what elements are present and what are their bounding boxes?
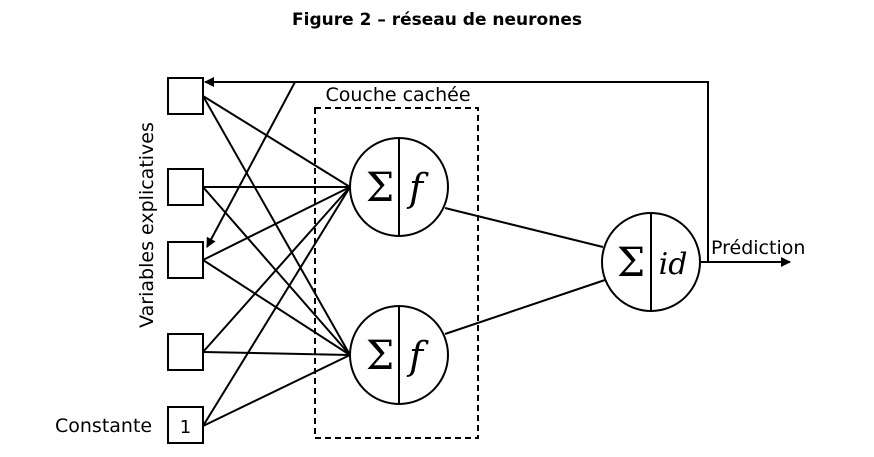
hidden-neuron-2: Σ f [349, 305, 449, 405]
edge-constant-hidden2 [202, 354, 351, 427]
prediction-label: Prédiction [711, 237, 805, 259]
sum-symbol: Σ [617, 240, 645, 286]
constant-label: Constante [55, 415, 152, 437]
connections-to-hidden-2 [202, 95, 351, 427]
input-box-3 [167, 241, 204, 279]
edge-input1-hidden1 [202, 95, 351, 188]
input-box-1 [167, 77, 204, 115]
input-axis-label: Variables explicatives [136, 122, 158, 328]
edge-input1-hidden2 [202, 95, 351, 356]
constant-box [167, 406, 204, 444]
edge-input3-hidden2 [202, 259, 351, 356]
hidden-layer-box [314, 107, 479, 439]
input-box-2 [167, 168, 204, 206]
activation-function: id [659, 247, 688, 282]
input-box-4 [167, 333, 204, 371]
hidden-layer-label: Couche cachée [325, 84, 470, 106]
figure-title: Figure 2 – réseau de neurones [292, 10, 582, 30]
edge-input2-hidden2 [202, 186, 351, 356]
sum-symbol: Σ [366, 165, 394, 211]
output-neuron: Σ id [601, 212, 701, 312]
sum-symbol: Σ [366, 333, 394, 379]
constant-value: 1 [180, 417, 191, 438]
edge-input4-hidden2 [202, 351, 351, 356]
feedback-arrow-top [204, 77, 709, 262]
feedback-arrow-diagonal [206, 81, 296, 248]
connections-to-hidden-1 [202, 95, 351, 427]
edge-hidden1-output [444, 207, 604, 248]
edge-hidden2-output [444, 279, 606, 335]
hidden-neuron-1: Σ f [349, 137, 449, 237]
